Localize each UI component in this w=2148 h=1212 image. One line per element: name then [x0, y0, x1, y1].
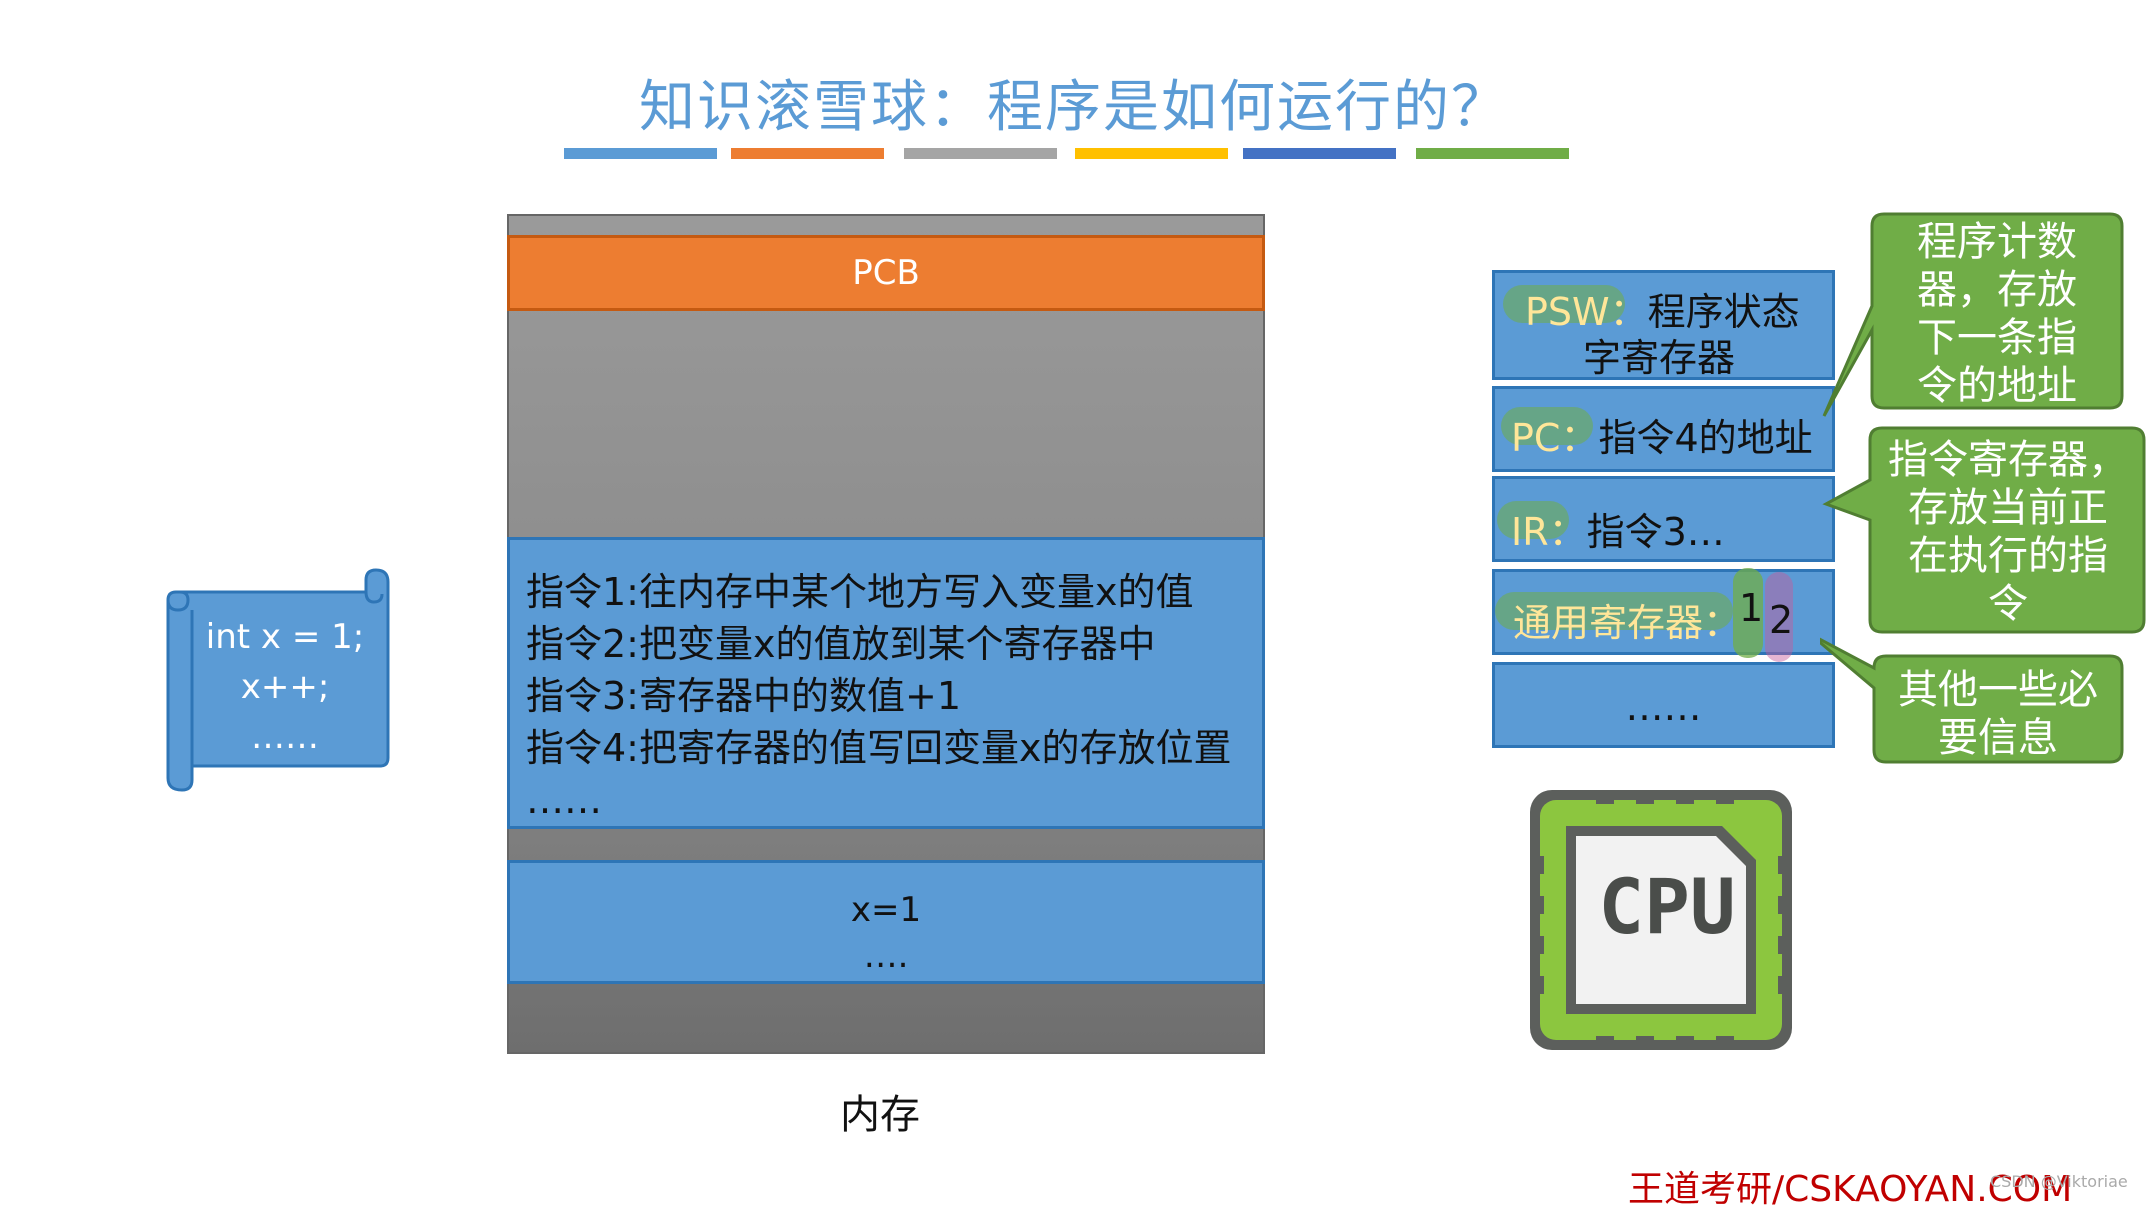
data-line: …. [863, 936, 909, 976]
gpr-slot-1 [1733, 568, 1763, 658]
underline-bar-gray [904, 148, 1057, 159]
underline-bar-green [1416, 148, 1569, 159]
gpr-label: 通用寄存器： [1513, 601, 1742, 645]
gpr-slot-2 [1765, 572, 1793, 662]
pc-highlight [1501, 407, 1593, 445]
pc-tag: PC： [1511, 416, 1599, 460]
instruction-line: …… [526, 778, 602, 822]
callout-line: 指令寄存器， [1888, 437, 2128, 483]
program-scroll-icon [166, 568, 390, 792]
ir-line: IR：指令3… [1511, 501, 1725, 556]
pcb-block: PCB [507, 235, 1265, 311]
callout-line: 令 [1988, 581, 2028, 627]
callout-line: 下一条指 [1917, 315, 2077, 361]
data-line: x=1 [850, 890, 922, 930]
psw-tag: PSW： [1525, 290, 1648, 334]
watermark: CSDN @Viktoriae [1990, 1172, 2128, 1191]
instruction-line: 指令2:把变量x的值放到某个寄存器中 [526, 622, 1156, 666]
callout-shapes [1820, 212, 2146, 764]
cpu-chip-label: CPU [1598, 862, 1736, 951]
program-code: int x = 1; x++; …… [180, 612, 390, 762]
underline-bar-blue [564, 148, 717, 159]
gpr-value-2: 2 [1769, 598, 1794, 642]
callout-line: 在执行的指 [1908, 533, 2108, 579]
code-line: x++; [240, 667, 330, 707]
psw-line1: PSW：程序状态 [1525, 281, 1800, 336]
underline-bar-gold [1075, 148, 1228, 159]
callout-line: 器，存放 [1917, 267, 2077, 313]
page-title: 知识滚雪球：程序是如何运行的？ [639, 75, 1509, 140]
pc-line: PC：指令4的地址 [1511, 407, 1813, 462]
callout-line: 其他一些必 [1898, 667, 2098, 713]
ir-callout-bubble [1822, 426, 2146, 634]
other-register-text: …… [1625, 685, 1702, 729]
instruction-line: 指令4:把寄存器的值写回变量x的存放位置 [526, 726, 1232, 770]
general-register: 通用寄存器： 1 2 [1492, 568, 1835, 662]
data-block: x=1 …. [507, 860, 1265, 984]
other-callout-bubble [1820, 637, 2124, 764]
code-line: int x = 1; [205, 617, 365, 657]
psw-highlight [1503, 285, 1625, 323]
cpu-chip-icon [1530, 790, 1792, 1050]
callout-line: 令的地址 [1917, 363, 2077, 409]
callout-line: 存放当前正 [1908, 485, 2108, 531]
pc-callout-bubble [1822, 212, 2124, 417]
psw-text2: 字寄存器 [1583, 336, 1736, 380]
other-register: …… [1492, 662, 1835, 748]
pc-callout: 程序计数 器，存放 下一条指 令的地址 [1872, 218, 2122, 410]
pc-register: PC：指令4的地址 [1492, 386, 1835, 472]
instruction-line: 指令3:寄存器中的数值+1 [526, 674, 961, 718]
gpr-highlight [1495, 592, 1733, 630]
ir-highlight [1497, 501, 1569, 539]
instruction-block: 指令1:往内存中某个地方写入变量x的值 指令2:把变量x的值放到某个寄存器中 指… [507, 537, 1265, 829]
callout-line: 程序计数 [1917, 219, 2077, 265]
pc-value: 指令4的地址 [1598, 416, 1813, 460]
ir-register: IR：指令3… [1492, 476, 1835, 562]
psw-register: PSW：程序状态 字寄存器 [1492, 270, 1835, 380]
memory-label: 内存 [840, 1092, 920, 1138]
other-callout: 其他一些必 要信息 [1874, 666, 2122, 762]
gpr-value-1: 1 [1739, 586, 1764, 630]
instruction-line: 指令1:往内存中某个地方写入变量x的值 [526, 570, 1194, 614]
code-line: …… [251, 717, 319, 757]
callout-line: 要信息 [1938, 715, 2058, 761]
underline-bar-darkblue [1243, 148, 1396, 159]
underline-bar-orange [731, 148, 884, 159]
ir-tag: IR： [1511, 510, 1587, 554]
ir-value: 指令3… [1586, 510, 1725, 554]
psw-text1: 程序状态 [1647, 290, 1800, 334]
ir-callout: 指令寄存器， 存放当前正 在执行的指 令 [1872, 436, 2144, 628]
